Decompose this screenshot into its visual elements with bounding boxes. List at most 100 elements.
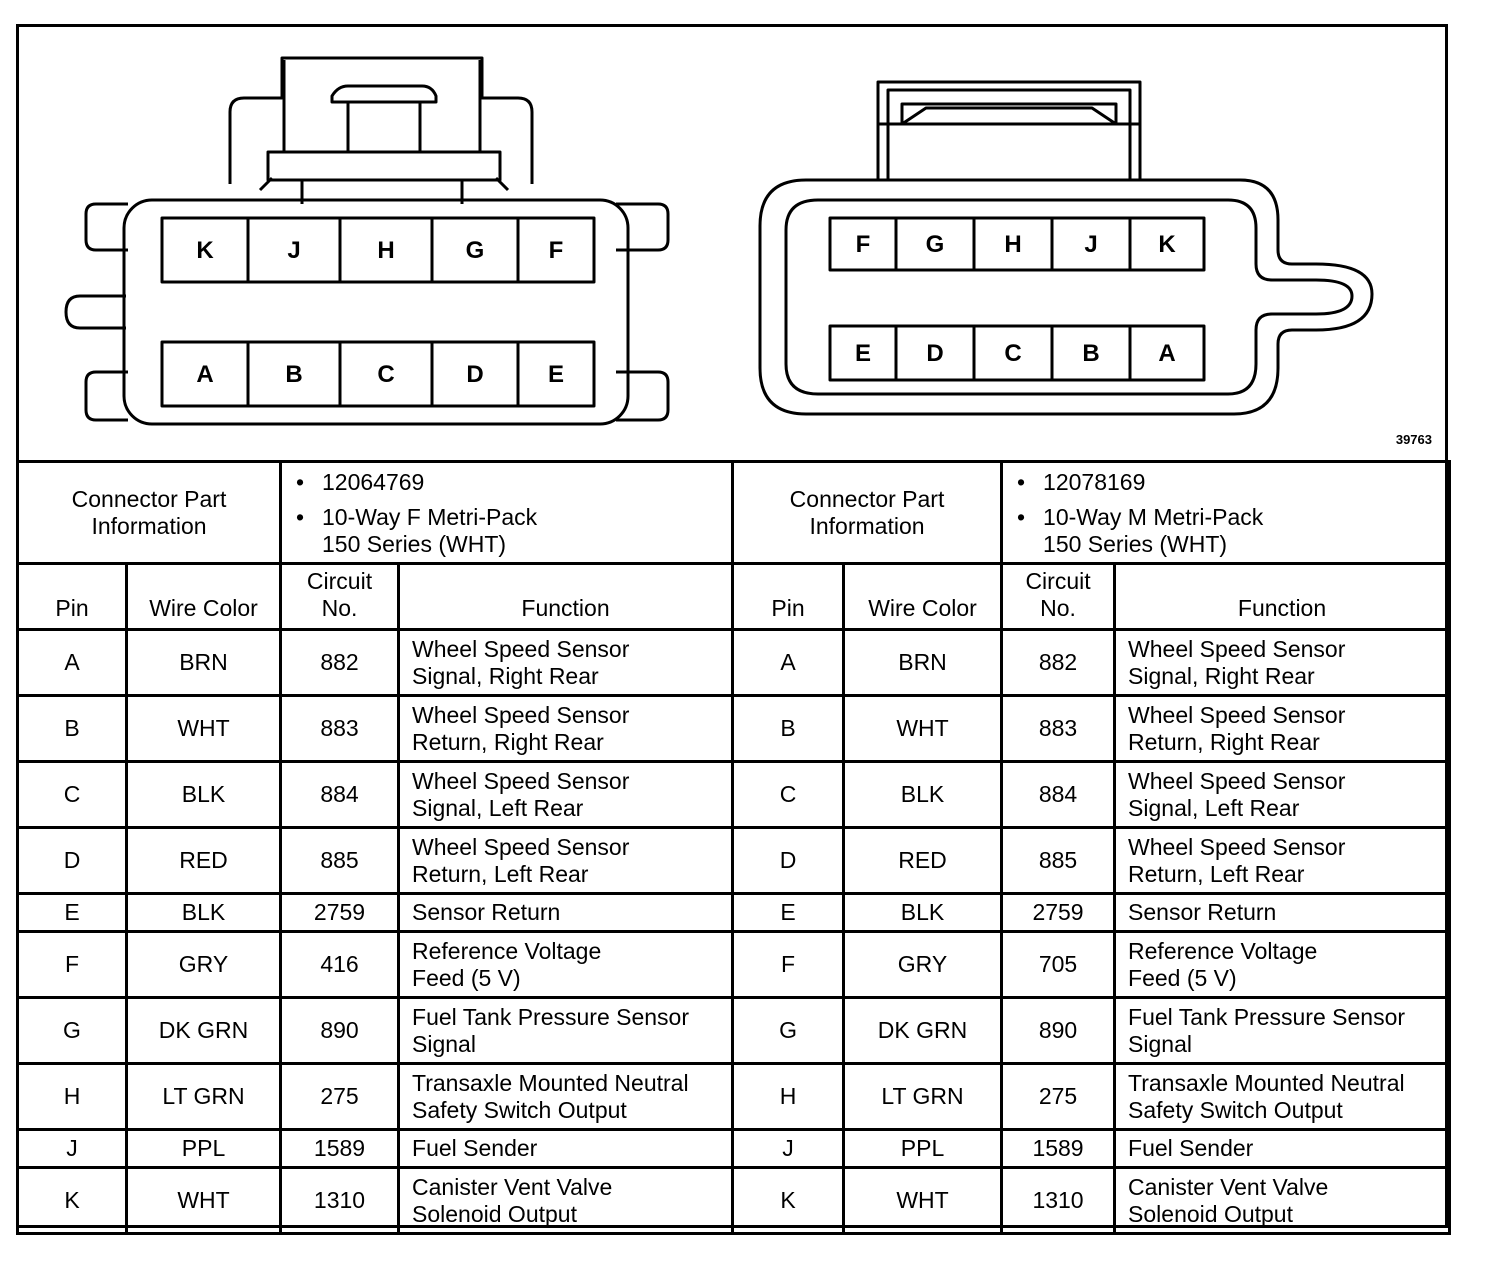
connector-illustration: K J H G F A B C D E F G H J K E D C B A (64, 56, 1374, 426)
left-circuit-cell: 2759 (279, 892, 401, 933)
right-pin-cell: H (731, 1062, 846, 1131)
male-cavity-label: F (856, 231, 871, 258)
left-pin-cell: A (16, 628, 128, 697)
right-wire-color-cell: PPL (842, 1128, 1004, 1169)
left-wire-color-cell: RED (124, 826, 283, 895)
right-circuit-cell: 1589 (1000, 1128, 1117, 1169)
right-pin-cell: B (731, 694, 846, 763)
pin-header: Pin (731, 562, 846, 631)
right-circuit-cell: 885 (1000, 826, 1117, 895)
right-wire-color-cell: BLK (842, 892, 1004, 933)
left-wire-color-cell: LT GRN (124, 1062, 283, 1131)
right-wire-color-cell: LT GRN (842, 1062, 1004, 1131)
right-circuit-cell: 1310 (1000, 1166, 1117, 1235)
right-info-title: Connector Part Information (731, 460, 1004, 565)
right-description: 10-Way M Metri-Pack (1017, 504, 1448, 531)
female-cavity-label: J (287, 237, 300, 264)
left-circuit-cell: 1589 (279, 1128, 401, 1169)
left-circuit-cell: 884 (279, 760, 401, 829)
female-cavity-label: H (377, 237, 394, 264)
function-header: Function (1113, 562, 1452, 631)
right-wire-color-cell: DK GRN (842, 996, 1004, 1065)
right-pin-cell: G (731, 996, 846, 1065)
male-cavity-label: G (926, 231, 945, 258)
right-wire-color-cell: GRY (842, 930, 1004, 999)
right-pin-cell: E (731, 892, 846, 933)
male-cavity-label: A (1158, 340, 1175, 367)
female-cavity-label: A (196, 361, 213, 388)
right-circuit-cell: 882 (1000, 628, 1117, 697)
left-circuit-cell: 275 (279, 1062, 401, 1131)
left-pin-cell: G (16, 996, 128, 1065)
figure-id: 39763 (1395, 432, 1432, 447)
left-circuit-cell: 890 (279, 996, 401, 1065)
male-connector-body (758, 80, 1374, 416)
function-header: Function (397, 562, 735, 631)
right-wire-color-cell: BLK (842, 760, 1004, 829)
left-description-cont: 150 Series (WHT) (322, 531, 507, 557)
right-pin-cell: J (731, 1128, 846, 1169)
right-circuit-cell: 884 (1000, 760, 1117, 829)
male-cavity-label: J (1084, 231, 1097, 258)
left-circuit-cell: 885 (279, 826, 401, 895)
left-circuit-cell: 883 (279, 694, 401, 763)
left-circuit-cell: 416 (279, 930, 401, 999)
left-wire-color-cell: BLK (124, 892, 283, 933)
right-circuit-cell: 705 (1000, 930, 1117, 999)
female-connector-body (64, 56, 670, 426)
left-part-number: 12064769 (296, 469, 731, 496)
left-circuit-cell: 1310 (279, 1166, 401, 1235)
left-pin-cell: C (16, 760, 128, 829)
right-pin-cell: A (731, 628, 846, 697)
connector-pinout-table: Connector Part Information 12064769 10-W… (15, 460, 1452, 1235)
right-wire-color-cell: WHT (842, 694, 1004, 763)
right-description-cont: 150 Series (WHT) (1043, 531, 1228, 557)
left-circuit-cell: 882 (279, 628, 401, 697)
left-function-cell: Fuel Sender (397, 1128, 735, 1169)
right-wire-color-cell: RED (842, 826, 1004, 895)
right-wire-color-cell: BRN (842, 628, 1004, 697)
male-cavity-label: H (1004, 231, 1021, 258)
male-cavity-label: B (1082, 340, 1099, 367)
male-cavity-label: E (855, 340, 871, 367)
right-circuit-cell: 883 (1000, 694, 1117, 763)
left-wire-color-cell: GRY (124, 930, 283, 999)
left-pin-cell: H (16, 1062, 128, 1131)
female-cavity-label: F (549, 237, 564, 264)
right-pin-cell: D (731, 826, 846, 895)
left-pin-cell: K (16, 1166, 128, 1235)
right-part-number: 12078169 (1017, 469, 1448, 496)
right-function-cell: Sensor Return (1113, 892, 1452, 933)
female-cavity-label: K (196, 237, 214, 264)
left-part-info: 12064769 10-Way F Metri-Pack 150 Series … (279, 460, 735, 565)
left-pin-cell: D (16, 826, 128, 895)
left-wire-color-cell: WHT (124, 694, 283, 763)
right-pin-cell: C (731, 760, 846, 829)
female-cavity-label: E (548, 361, 564, 388)
left-wire-color-cell: BRN (124, 628, 283, 697)
left-pin-cell: F (16, 930, 128, 999)
right-circuit-cell: 890 (1000, 996, 1117, 1065)
left-function-cell: Sensor Return (397, 892, 735, 933)
right-circuit-cell: 275 (1000, 1062, 1117, 1131)
